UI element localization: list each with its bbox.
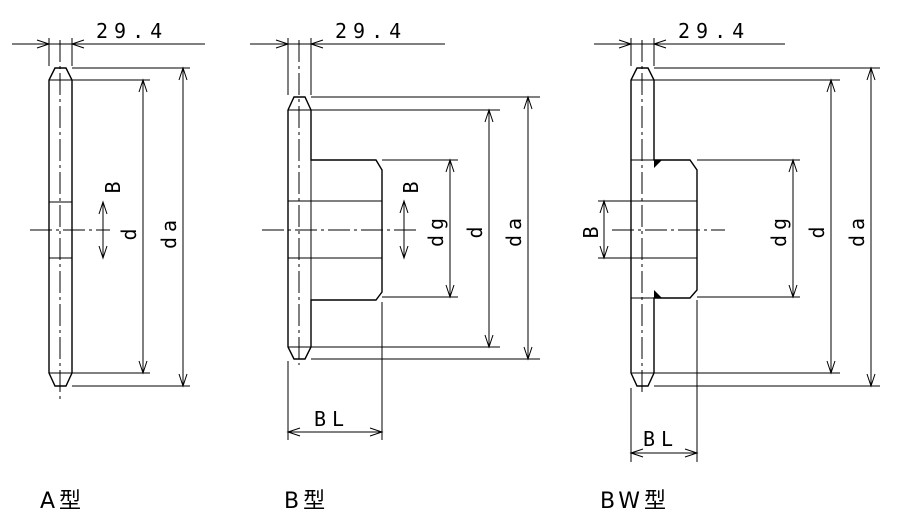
view-bw-weld-bottom bbox=[654, 290, 662, 298]
view-b-pitch-diameter-label: d bbox=[463, 221, 487, 238]
view-b-hub-diameter-label: dg bbox=[424, 213, 448, 247]
view-bw-type: 29.4 B dg d da BL bbox=[579, 19, 880, 514]
view-bw-weld-top bbox=[654, 160, 662, 168]
view-bw-thickness-label: 29.4 bbox=[678, 19, 750, 43]
view-b-type: 29.4 B dg d da BL B型 bbox=[250, 19, 540, 514]
view-b-outer-diameter-label: da bbox=[502, 213, 526, 247]
view-bw-outer-diameter-label: da bbox=[845, 213, 869, 247]
view-bw-plate-outline bbox=[630, 67, 698, 387]
view-bw-pitch-diameter-label: d bbox=[805, 221, 829, 238]
view-b-thickness-label: 29.4 bbox=[335, 19, 407, 43]
view-bw-hub-diameter-label: dg bbox=[767, 213, 791, 247]
view-a-thickness-label: 29.4 bbox=[96, 19, 168, 43]
view-a-bore-label: B bbox=[101, 176, 125, 193]
view-a-caption: A型 bbox=[40, 489, 85, 514]
view-b-caption: B型 bbox=[284, 489, 329, 514]
view-a-plate-outline bbox=[48, 67, 73, 387]
view-b-length-label: BL bbox=[314, 407, 350, 431]
view-b-bore-label: B bbox=[399, 176, 423, 193]
view-bw-length-label: BL bbox=[643, 427, 679, 451]
view-a-type: 29.4 d da B A型 bbox=[12, 19, 205, 514]
view-bw-bore-label: B bbox=[579, 221, 603, 238]
view-bw-caption: BW型 bbox=[600, 489, 670, 514]
view-b-plate-outline bbox=[287, 96, 383, 360]
view-a-pitch-diameter-label: d bbox=[117, 223, 141, 240]
view-a-outer-diameter-label: da bbox=[157, 215, 181, 249]
